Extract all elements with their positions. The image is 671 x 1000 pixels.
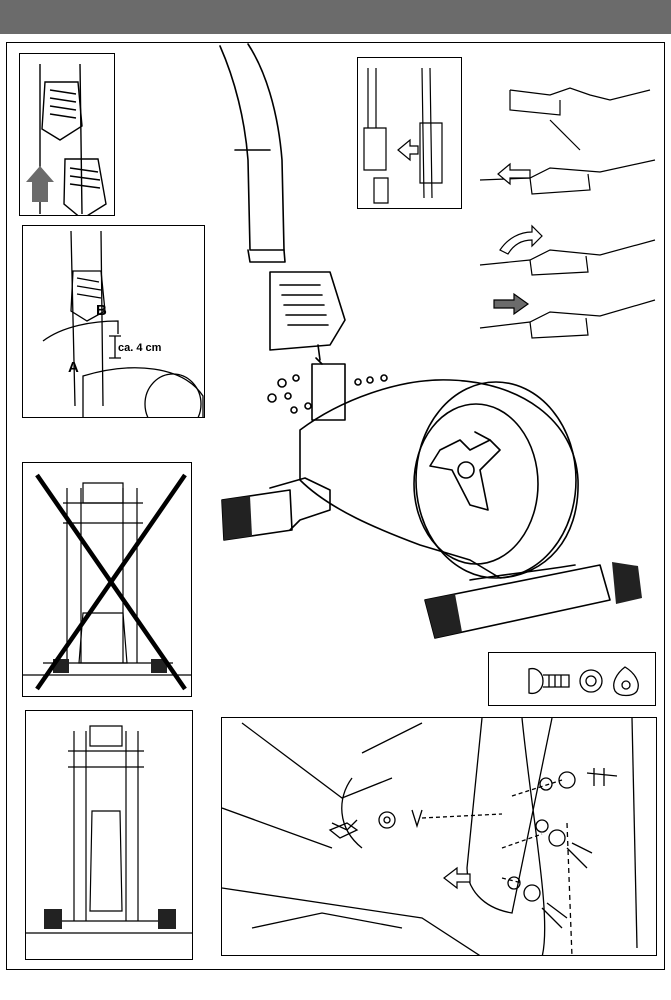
panel-bolt-detail	[221, 717, 657, 956]
collar-position-drawing	[42, 230, 204, 417]
panel-collar-slide	[19, 53, 115, 216]
left-arrow-icon	[497, 162, 531, 186]
rear-end-cap	[222, 496, 252, 540]
panel-correct-assembly	[25, 710, 193, 960]
cross-out-icon	[35, 473, 187, 691]
front-end-cap-left	[425, 594, 462, 638]
hardware-drawing	[528, 666, 639, 697]
header-bar	[0, 0, 671, 34]
right-arrow-icon	[397, 138, 419, 162]
front-end-cap-right	[612, 562, 642, 604]
correct-assembly-drawing	[26, 725, 192, 934]
bolt-detail-drawing	[222, 718, 638, 955]
detail-arrow-icon	[443, 866, 471, 890]
rotate-arrow-icon	[499, 224, 543, 255]
cable-routing-steps	[479, 87, 656, 339]
label-b: B	[96, 302, 107, 319]
cable-connector-drawing	[363, 67, 443, 204]
flywheel-housing	[299, 379, 579, 579]
measurement-label: ca. 4 cm	[118, 342, 162, 354]
push-arrow-icon	[493, 292, 530, 316]
bolt-icon	[528, 667, 570, 695]
cover-sleeve	[269, 271, 346, 351]
page-frame	[6, 42, 665, 970]
incorrect-assembly-drawing	[23, 473, 191, 691]
label-a: A	[68, 359, 79, 376]
panel-cable-connector	[357, 57, 462, 209]
spring-washer-icon	[579, 669, 603, 693]
panel-collar-position: B ca. 4 cm A	[22, 225, 205, 418]
upright-tube-outline	[219, 43, 285, 251]
up-arrow-icon	[26, 166, 54, 202]
panel-incorrect-assembly	[22, 462, 192, 697]
collar-slide-drawing	[26, 63, 107, 215]
panel-hardware	[488, 652, 656, 706]
crimp-washer-icon	[613, 666, 639, 697]
rear-stabilizer	[221, 489, 293, 541]
front-stabilizer	[424, 564, 611, 639]
